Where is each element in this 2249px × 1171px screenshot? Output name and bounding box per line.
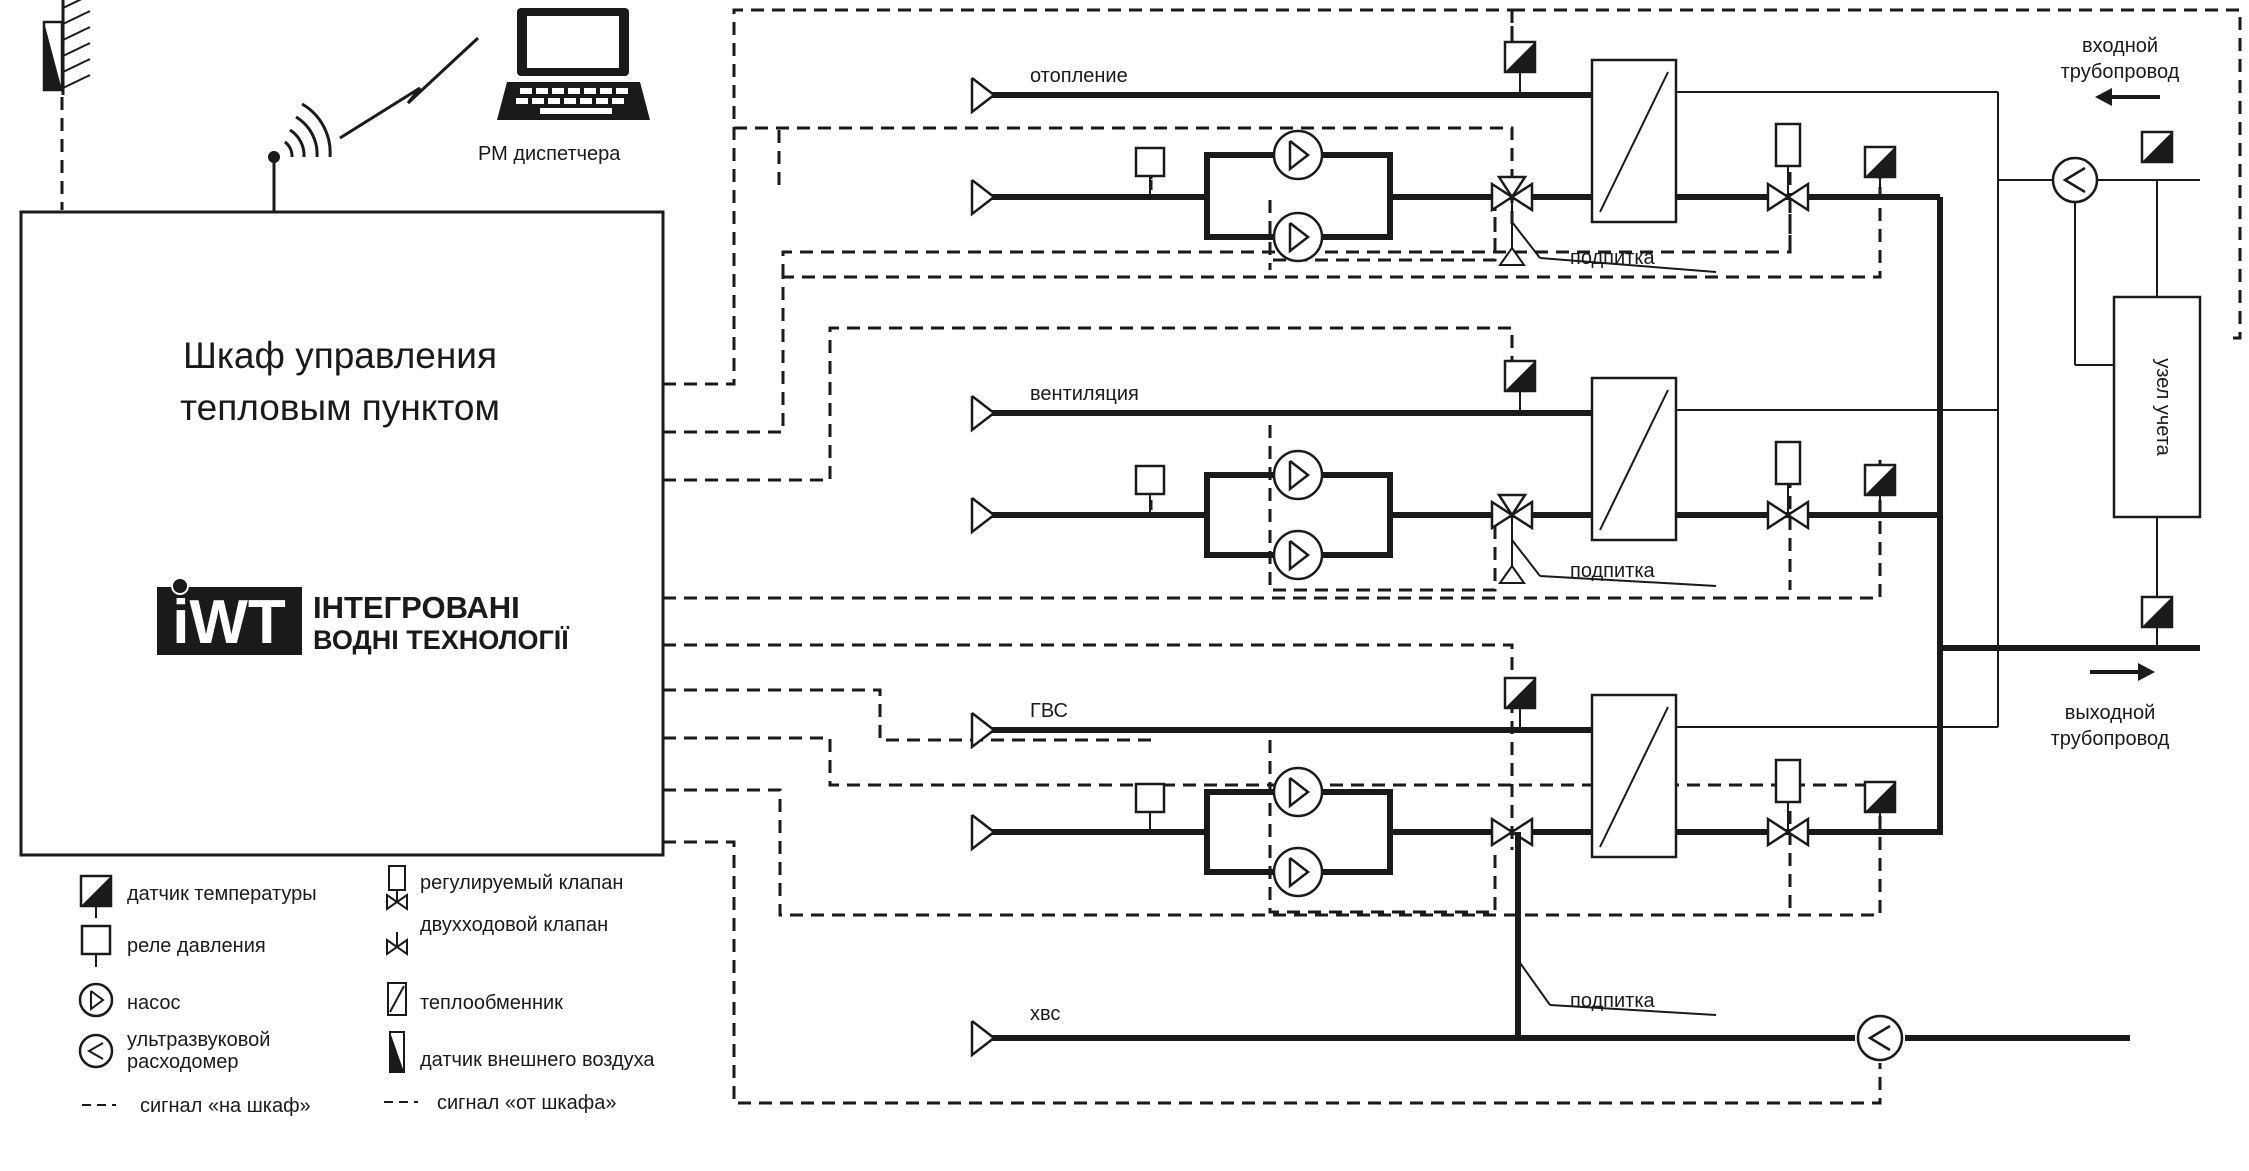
legend-two-way-valve: двухходовой клапан (420, 914, 608, 936)
legend-heat-exchanger: теплообменник (420, 992, 563, 1014)
heating-label: отопление (1030, 65, 1128, 87)
inlet-line2: трубопровод (2061, 61, 2180, 83)
legend-flowmeter-line1: ультразвуковой (127, 1029, 270, 1051)
control-valve-icon (386, 865, 408, 911)
legend-signal-from-cabinet: сигнал «от шкафа» (437, 1092, 616, 1114)
legend-pump: насос (127, 992, 181, 1014)
cabinet-title-line1: Шкаф управления (183, 335, 497, 376)
logo-line2: ВОДНІ ТЕХНОЛОГІЇ (313, 625, 570, 655)
ultrasonic-flowmeter-icon (78, 1033, 114, 1069)
cold-water-line: подпитка (970, 959, 2130, 1062)
legend-control-valve: регулируемый клапан (420, 872, 623, 894)
circuit-heating: подпитка (970, 40, 1999, 835)
legend-signal-to-cabinet: сигнал «на шкаф» (140, 1095, 311, 1117)
legend: датчик температуры реле давления насос у… (78, 865, 655, 1117)
mains (1940, 88, 2202, 681)
outlet-line1: выходной (2065, 702, 2155, 724)
outdoor-air-sensor (42, 0, 91, 95)
pump-icon (78, 982, 114, 1018)
circuit-ventilation: подпитка (970, 359, 1998, 587)
operator-label: РМ диспетчера (478, 143, 621, 165)
outdoor-air-sensor-icon (389, 1031, 405, 1073)
logo-mark: iWT (172, 588, 286, 657)
control-cabinet (19, 210, 665, 857)
heating-makeup-label: подпитка (1570, 247, 1656, 269)
meter-label: узел учета (2152, 358, 2174, 456)
cabinet-title-line2: тепловым пунктом (180, 387, 500, 428)
outlet-line2: трубопровод (2051, 728, 2170, 750)
logo-line1: ІНТЕГРОВАНІ (313, 590, 520, 625)
heat-exchanger-icon (387, 982, 407, 1016)
legend-flowmeter-line2: расходомер (127, 1051, 239, 1073)
temperature-sensor-icon (79, 874, 113, 918)
circuit-hot-water (970, 676, 1998, 1038)
laptop-icon (497, 8, 650, 120)
inlet-line1: входной (2082, 35, 2158, 57)
legend-pressure-relay: реле давления (127, 935, 266, 957)
ventilation-label: вентиляция (1030, 383, 1139, 405)
hot-water-label: ГВС (1030, 700, 1068, 722)
two-way-valve-icon (386, 932, 408, 956)
antenna-icon (262, 102, 332, 214)
legend-temperature-sensor: датчик температуры (127, 883, 317, 905)
cold-water-label: хвс (1030, 1003, 1060, 1025)
wireless-link-icon (339, 36, 480, 140)
legend-outdoor-air-sensor: датчик внешнего воздуха (420, 1049, 655, 1071)
ventilation-makeup-label: подпитка (1570, 560, 1656, 582)
pressure-relay-icon (80, 924, 112, 967)
iwt-logo: iWT ІНТЕГРОВАНІ ВОДНІ ТЕХНОЛОГІЇ (157, 577, 570, 657)
cold-water-makeup-label: подпитка (1570, 990, 1656, 1012)
